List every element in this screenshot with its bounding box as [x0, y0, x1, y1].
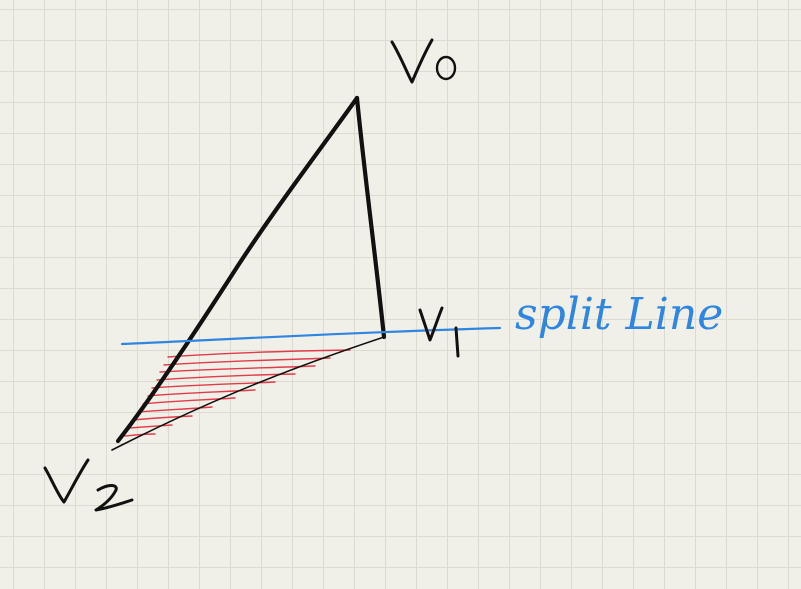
hatch-stroke — [159, 365, 316, 373]
hatch-stroke — [133, 415, 193, 421]
label-v0 — [390, 38, 457, 84]
hatch-stroke — [138, 406, 213, 413]
split-line — [120, 326, 502, 346]
split-line-label: split Line — [515, 289, 723, 340]
hatch-stroke — [142, 397, 236, 405]
label-v1 — [418, 306, 460, 358]
hatch-stroke — [167, 349, 351, 358]
hatch-stroke — [147, 389, 256, 397]
hatch-stroke — [163, 357, 331, 366]
hatched-region — [124, 349, 351, 437]
label-v2 — [43, 458, 134, 512]
edge-v0-v1 — [354, 95, 387, 340]
hatch-stroke — [128, 424, 173, 429]
hatch-stroke — [151, 381, 276, 389]
triangle — [111, 95, 387, 451]
edge-v1-v2 — [111, 336, 385, 451]
edge-v0-v2 — [115, 95, 360, 444]
hatch-stroke — [124, 433, 156, 437]
